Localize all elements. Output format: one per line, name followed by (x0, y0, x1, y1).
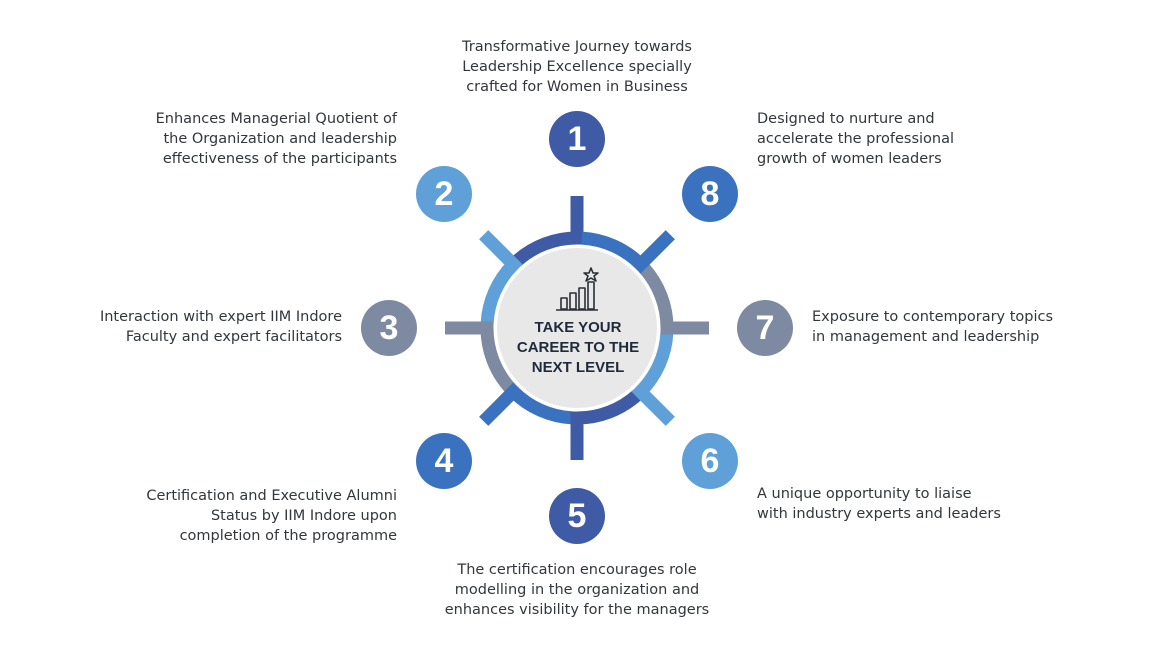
point-4-text: Certification and Executive Alumni Statu… (146, 488, 397, 544)
point-5-number-badge: 5 (549, 488, 605, 544)
point-3-text: Interaction with expert IIM Indore Facul… (99, 309, 342, 345)
center-disc (497, 248, 657, 408)
point-7-number-badge: 7 (737, 300, 793, 356)
point-8-number-badge: 8 (682, 166, 738, 222)
center-title: TAKE YOUR CAREER TO THE NEXT LEVEL (516, 319, 640, 376)
point-1-text: Transformative Journey towards Leadershi… (462, 39, 692, 95)
point-3-number-badge: 3 (361, 300, 417, 356)
point-2-text: Enhances Managerial Quotient of the Orga… (155, 111, 397, 167)
ring-segment-3 (445, 321, 516, 393)
ring-segment-4 (479, 382, 573, 426)
point-1-number-badge: 1 (549, 111, 605, 167)
ring-segment-6 (631, 332, 675, 426)
point-5-text: The certification encourages role modell… (444, 562, 710, 618)
point-6-text: A unique opportunity to liaise with indu… (757, 486, 1001, 522)
point-6-number-badge: 6 (682, 433, 738, 489)
career-growth-chart-star-icon (556, 267, 599, 311)
ring-segment-7 (638, 263, 709, 335)
point-7-text: Exposure to contemporary topics in manag… (812, 309, 1054, 345)
point-4-number-badge: 4 (416, 433, 472, 489)
point-8-text: Designed to nurture and accelerate the p… (757, 111, 955, 167)
ring-segments (445, 196, 709, 460)
ring-segment-8 (581, 230, 675, 274)
ring-segment-1 (512, 196, 584, 267)
point-2-number-badge: 2 (416, 166, 472, 222)
ring-segment-5 (570, 389, 642, 460)
ring-segment-2 (479, 230, 523, 324)
